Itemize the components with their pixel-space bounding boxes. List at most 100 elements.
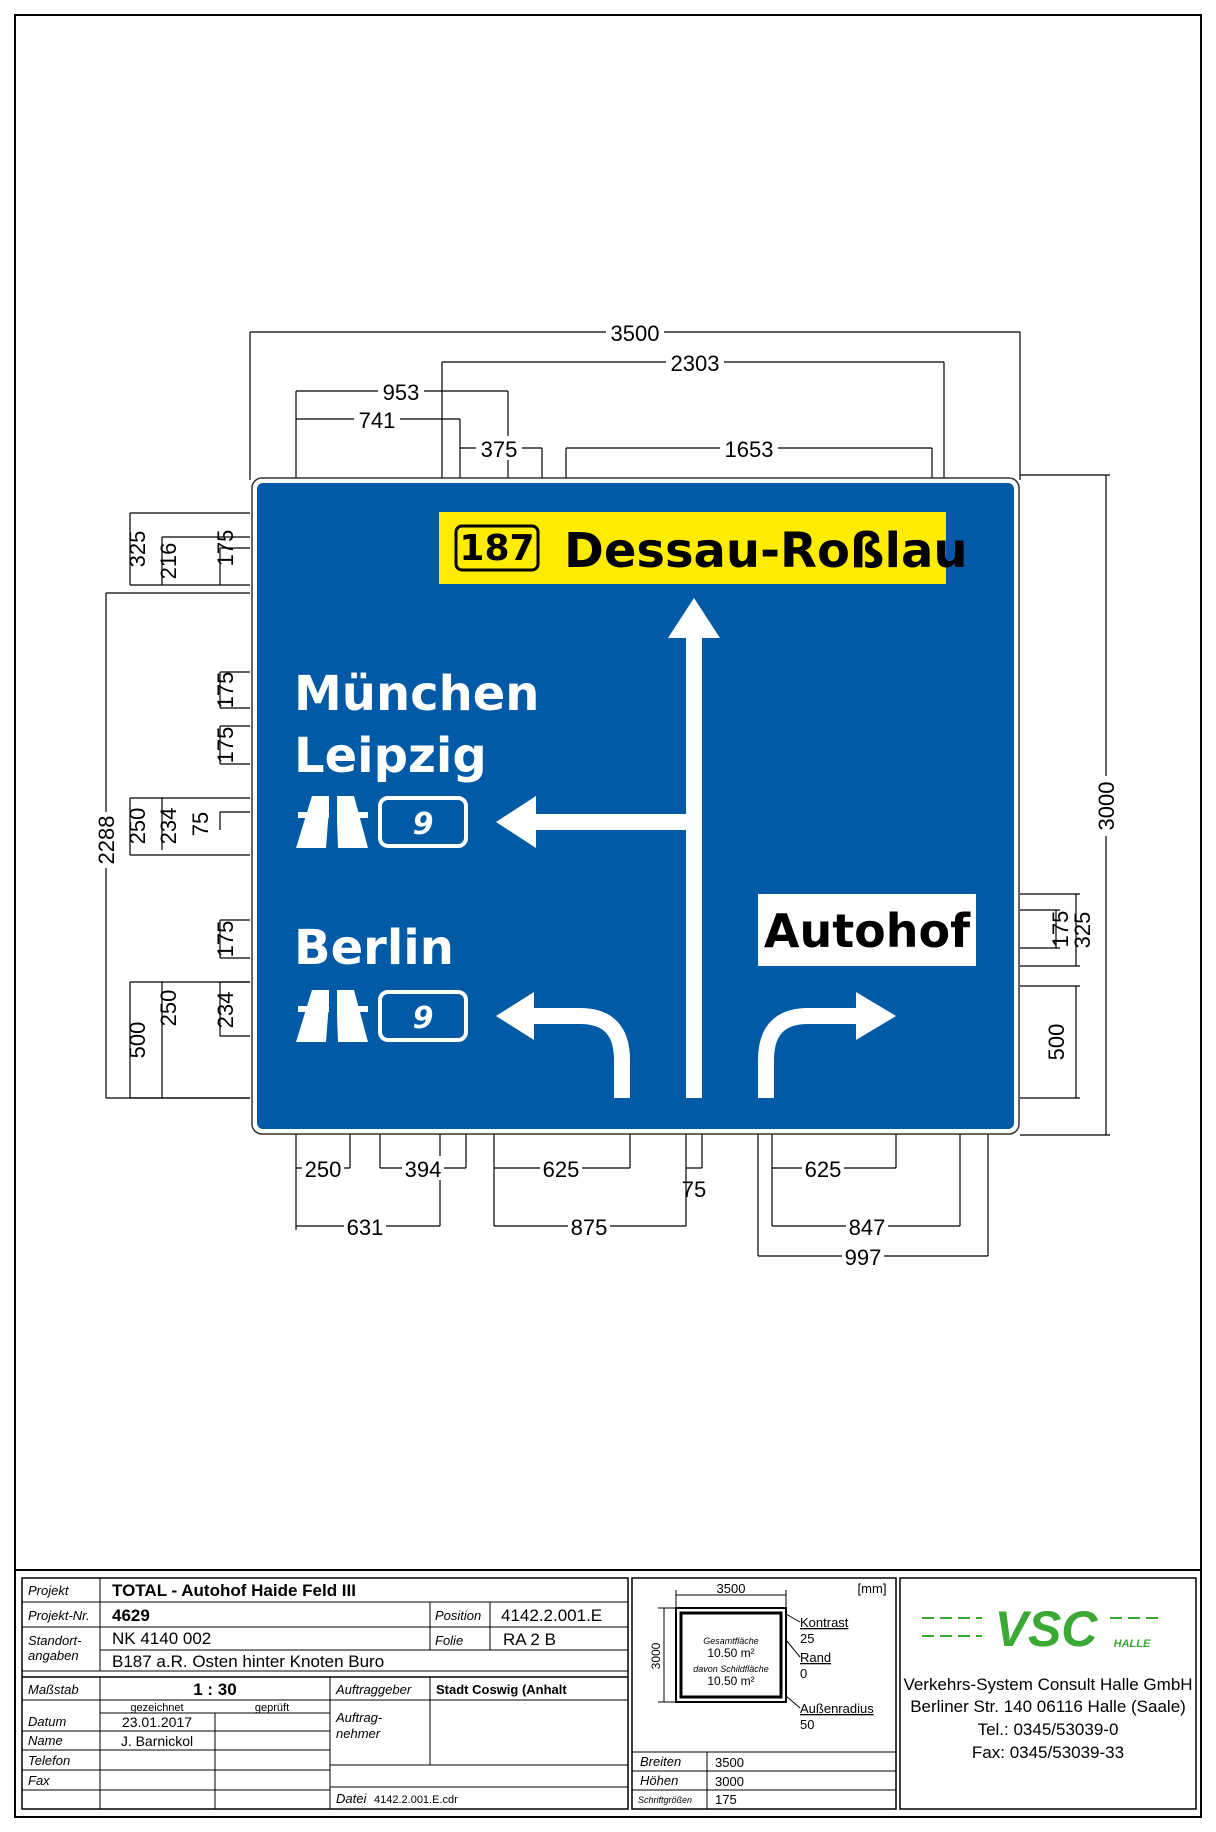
company-fax: Fax: 0345/53039-33 bbox=[972, 1743, 1124, 1762]
route-number-shield bbox=[454, 524, 540, 572]
value-datum: 23.01.2017 bbox=[122, 1714, 192, 1730]
dim-bottom-847: 847 bbox=[849, 1215, 886, 1240]
title-block bbox=[14, 1569, 1202, 1810]
label-schildflaeche: davon Schildfläche bbox=[693, 1664, 769, 1674]
left-arrow-head bbox=[496, 796, 536, 848]
dim-left-325: 325 bbox=[125, 531, 150, 568]
dim-left-234-b: 234 bbox=[213, 992, 238, 1029]
dim-top-1653: 1653 bbox=[725, 437, 774, 462]
dim-left-216: 216 bbox=[156, 543, 181, 580]
dim-top-375: 375 bbox=[481, 437, 518, 462]
value-projekt: TOTAL - Autohof Haide Feld III bbox=[112, 1581, 356, 1600]
label-auftragnehmer-2: nehmer bbox=[336, 1726, 381, 1741]
value-massstab: 1 : 30 bbox=[193, 1680, 236, 1699]
dim-right-175: 175 bbox=[1048, 911, 1073, 948]
dim-top-2303: 2303 bbox=[671, 351, 720, 376]
label-geprueft: geprüft bbox=[255, 1702, 289, 1714]
value-gesamtflaeche: 10.50 m² bbox=[707, 1646, 754, 1660]
label-aussenradius: Außenradius bbox=[800, 1701, 874, 1716]
destination-leipzig: Leipzig bbox=[294, 728, 487, 784]
value-projekt-nr: 4629 bbox=[112, 1606, 150, 1625]
value-position: 4142.2.001.E bbox=[501, 1606, 602, 1625]
mini-height: 3000 bbox=[649, 1642, 663, 1669]
label-datei: Datei bbox=[336, 1791, 367, 1806]
label-folie: Folie bbox=[435, 1633, 463, 1648]
dim-bottom-631: 631 bbox=[347, 1215, 384, 1240]
dim-bottom-75: 75 bbox=[682, 1177, 706, 1202]
curved-right-arrow-head bbox=[856, 992, 896, 1040]
traffic-sign: 187 Dessau-Roßlau München Leipzig 9 Berl… bbox=[251, 477, 1020, 1135]
sign-background bbox=[257, 483, 1014, 1129]
value-auftraggeber: Stadt Coswig (Anhalt bbox=[436, 1682, 567, 1697]
value-schriftgroessen: 175 bbox=[715, 1792, 737, 1807]
dim-left-250-b: 250 bbox=[156, 990, 181, 1027]
dim-right-325: 325 bbox=[1070, 912, 1095, 949]
label-telefon: Telefon bbox=[28, 1753, 70, 1768]
value-standort-1: NK 4140 002 bbox=[112, 1629, 211, 1648]
value-kontrast: 25 bbox=[800, 1631, 814, 1646]
dim-bottom-997: 997 bbox=[845, 1245, 882, 1270]
autohof-label: Autohof bbox=[764, 904, 971, 958]
dim-left-175-a: 175 bbox=[213, 530, 238, 567]
dim-bottom-394: 394 bbox=[405, 1157, 442, 1182]
curved-left-arrow-head bbox=[496, 992, 534, 1040]
value-folie: RA 2 B bbox=[503, 1630, 556, 1649]
label-auftraggeber: Auftraggeber bbox=[335, 1682, 412, 1697]
straight-arrow-head bbox=[668, 598, 720, 638]
dim-left-500: 500 bbox=[125, 1022, 150, 1059]
mini-unit: [mm] bbox=[858, 1581, 887, 1596]
label-position: Position bbox=[435, 1608, 481, 1623]
left-arrow-shaft bbox=[532, 814, 702, 830]
label-schriftgroessen: Schriftgrößen bbox=[638, 1795, 692, 1805]
dim-top-953: 953 bbox=[383, 380, 420, 405]
label-standort-2: angaben bbox=[28, 1648, 79, 1663]
label-hoehen: Höhen bbox=[640, 1773, 678, 1788]
label-gezeichnet: gezeichnet bbox=[130, 1702, 183, 1714]
yellow-destination-panel bbox=[439, 512, 946, 584]
destination-berlin: Berlin bbox=[294, 920, 454, 976]
dim-left-175-c: 175 bbox=[213, 727, 238, 764]
dimension-labels: 3500 2303 953 741 375 1653 325 216 175 2… bbox=[94, 320, 1120, 1270]
motorway-number: 9 bbox=[413, 807, 434, 842]
curved-left-arrow bbox=[530, 1008, 630, 1098]
dim-left-234: 234 bbox=[156, 808, 181, 845]
autohof-panel bbox=[758, 894, 976, 966]
label-fax: Fax bbox=[28, 1773, 50, 1788]
value-name: J. Barnickol bbox=[121, 1733, 193, 1749]
label-datum: Datum bbox=[28, 1714, 66, 1729]
dim-left-2288: 2288 bbox=[94, 816, 119, 865]
dim-top-3500: 3500 bbox=[611, 321, 660, 346]
value-hoehen: 3000 bbox=[715, 1774, 744, 1789]
motorway-pictogram-icon bbox=[296, 796, 368, 848]
top-destination: Dessau-Roßlau bbox=[564, 523, 968, 579]
motorway-number-2: 9 bbox=[413, 1001, 434, 1036]
motorway-number-shield-2 bbox=[378, 990, 468, 1042]
dim-right-500: 500 bbox=[1044, 1024, 1069, 1061]
label-projekt-nr: Projekt-Nr. bbox=[28, 1608, 90, 1623]
dim-bottom-875: 875 bbox=[571, 1215, 608, 1240]
dim-bottom-250: 250 bbox=[305, 1157, 342, 1182]
destination-muenchen: München bbox=[294, 666, 539, 722]
mini-width: 3500 bbox=[717, 1581, 746, 1596]
company-name: Verkehrs-System Consult Halle GmbH bbox=[903, 1675, 1192, 1694]
dim-bottom-625-b: 625 bbox=[805, 1157, 842, 1182]
label-standort-1: Standort- bbox=[28, 1633, 82, 1648]
dimension-lines bbox=[105, 331, 1110, 1257]
motorway-pictogram-icon-2 bbox=[296, 990, 368, 1042]
curved-right-arrow bbox=[758, 1008, 862, 1098]
label-auftragnehmer-1: Auftrag- bbox=[335, 1710, 383, 1725]
dim-left-175-d: 175 bbox=[213, 921, 238, 958]
label-projekt: Projekt bbox=[28, 1583, 70, 1598]
dim-top-741: 741 bbox=[359, 408, 396, 433]
dim-left-250: 250 bbox=[125, 808, 150, 845]
company-tel: Tel.: 0345/53039-0 bbox=[978, 1720, 1119, 1739]
label-name: Name bbox=[28, 1733, 63, 1748]
dim-left-75: 75 bbox=[188, 812, 213, 836]
company-address: Berliner Str. 140 06116 Halle (Saale) bbox=[910, 1697, 1186, 1716]
motorway-number-shield bbox=[378, 796, 468, 848]
vsc-logo: VSC HALLE bbox=[922, 1601, 1164, 1657]
logo-sub: HALLE bbox=[1114, 1638, 1151, 1650]
label-kontrast: Kontrast bbox=[800, 1615, 849, 1630]
label-breiten: Breiten bbox=[640, 1754, 681, 1769]
